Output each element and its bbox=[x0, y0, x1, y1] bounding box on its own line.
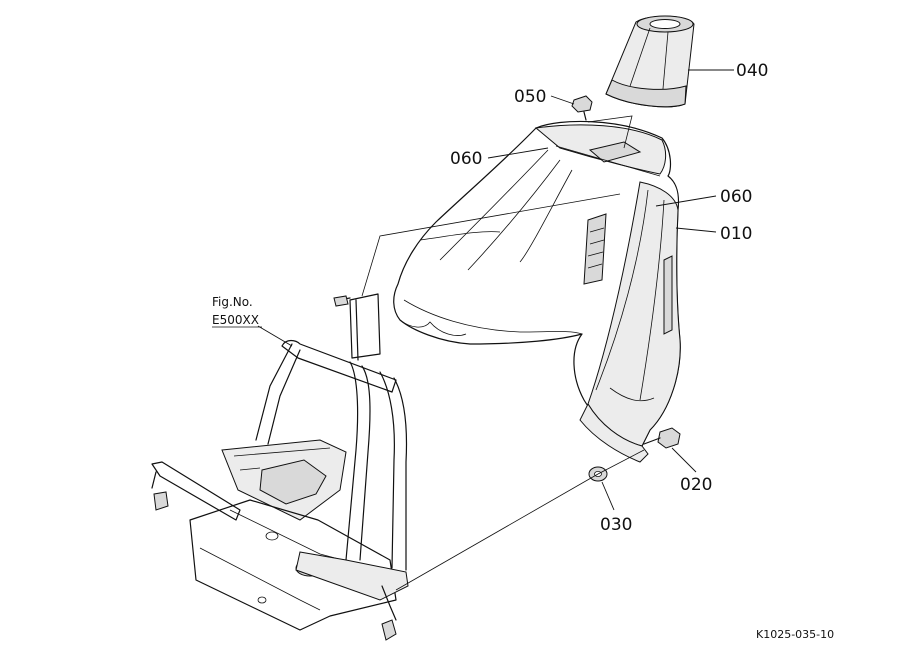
callout-010: 010 bbox=[720, 224, 752, 244]
assembly-line-bolt bbox=[597, 449, 645, 475]
callout-060-lower: 060 bbox=[720, 187, 752, 207]
front-cover-panel bbox=[393, 120, 681, 463]
figure-ref-label: Fig.No. bbox=[212, 295, 253, 309]
leader-fig bbox=[257, 325, 293, 347]
drawing-number: K1025-035-10 bbox=[756, 628, 834, 641]
leader-010 bbox=[675, 227, 717, 233]
callout-020: 020 bbox=[680, 475, 712, 495]
callout-050: 050 bbox=[514, 87, 546, 107]
leader-050 bbox=[550, 95, 575, 105]
callout-040: 040 bbox=[736, 61, 768, 81]
callout-060-upper: 060 bbox=[450, 149, 482, 169]
leader-030 bbox=[601, 481, 615, 511]
leader-060a bbox=[487, 147, 549, 159]
bolt-050 bbox=[571, 95, 593, 121]
assembly-line-washer bbox=[395, 473, 599, 591]
assembly-line-column bbox=[361, 193, 621, 297]
callout-030: 030 bbox=[600, 515, 632, 535]
leader-020 bbox=[671, 447, 697, 473]
leader-060b bbox=[655, 195, 717, 207]
bolt-020 bbox=[643, 427, 681, 449]
assembly-line-050 bbox=[587, 115, 633, 149]
steering-column-cover bbox=[605, 15, 695, 108]
support-frame bbox=[151, 293, 409, 641]
figure-ref-number: E500XX bbox=[212, 313, 259, 327]
